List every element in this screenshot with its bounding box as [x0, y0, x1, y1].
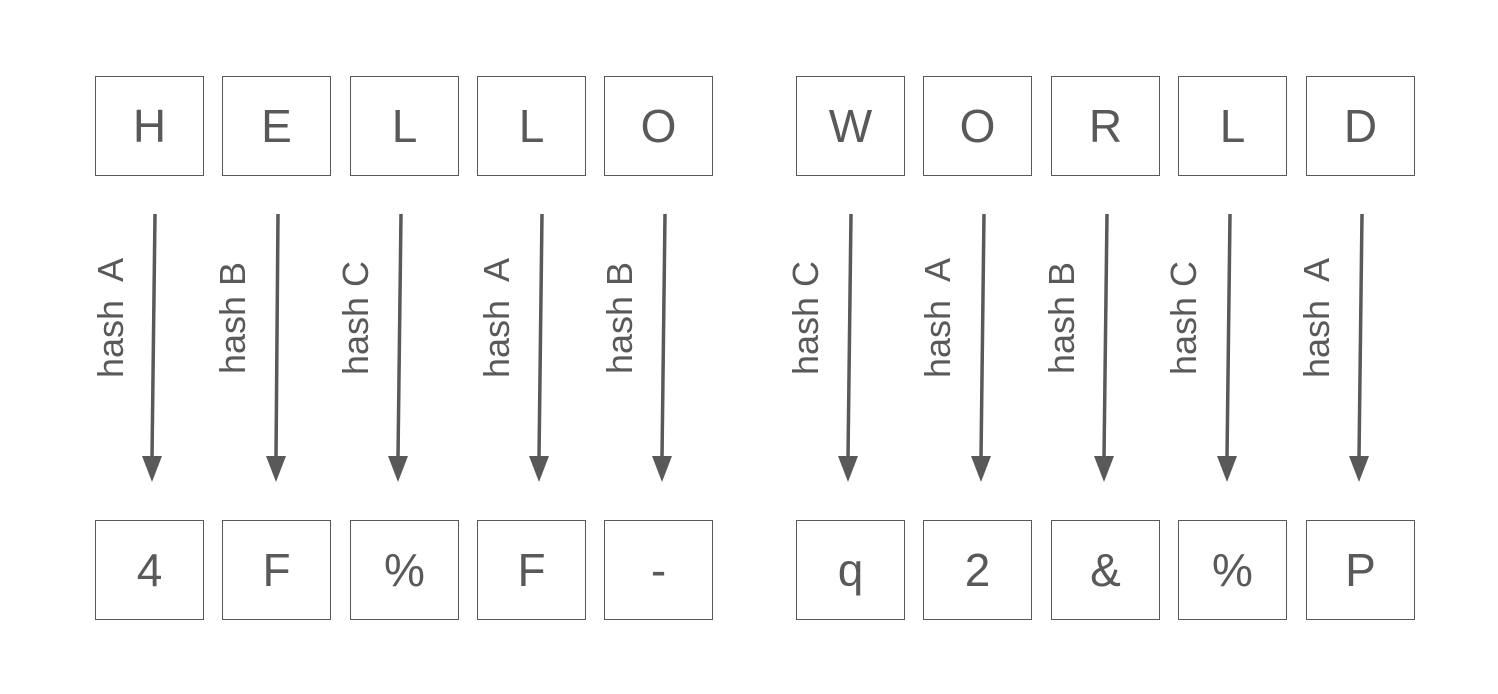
hash-arrow — [971, 213, 991, 482]
arrow-shaft — [537, 213, 544, 459]
output-char-box: 2 — [923, 520, 1032, 620]
arrow-shaft — [979, 213, 986, 459]
arrow-head — [1349, 456, 1369, 482]
hash-arrow — [529, 213, 549, 482]
input-letter-box: R — [1051, 76, 1160, 176]
hash-label-text: hash B — [599, 261, 640, 375]
hash-label-text: hash A — [917, 257, 958, 379]
hash-arrow — [1217, 213, 1237, 482]
input-letter-box: L — [350, 76, 459, 176]
output-char-box: q — [796, 520, 905, 620]
arrow-shaft — [1102, 213, 1109, 459]
input-letter-box: L — [477, 76, 586, 176]
hash-arrow — [838, 213, 858, 482]
input-letter-box: D — [1306, 76, 1415, 176]
hash-label-text: hash A — [1296, 257, 1337, 379]
hash-label-text: hash A — [90, 257, 131, 379]
output-char-box: 4 — [95, 520, 204, 620]
hash-arrow — [1094, 213, 1114, 482]
arrow-shaft — [396, 213, 403, 459]
hash-arrow — [142, 213, 162, 482]
arrow-shaft — [846, 213, 853, 459]
output-char-box: % — [350, 520, 459, 620]
hash-label-text: hash A — [476, 257, 517, 379]
arrow-head — [838, 456, 858, 482]
hash-label-text: hash B — [212, 261, 253, 375]
input-letter-box: O — [923, 76, 1032, 176]
output-char-box: P — [1306, 520, 1415, 620]
hash-label-text: hash C — [785, 260, 826, 376]
arrow-head — [266, 456, 286, 482]
arrow-head — [1094, 456, 1114, 482]
arrow-shaft — [150, 213, 157, 459]
hash-arrow — [266, 213, 286, 482]
input-letter-box: O — [604, 76, 713, 176]
output-char-box: & — [1051, 520, 1160, 620]
arrow-head — [142, 456, 162, 482]
hash-arrow — [652, 213, 672, 482]
input-letter-box: L — [1178, 76, 1287, 176]
arrow-shaft — [274, 213, 280, 459]
arrow-head — [388, 456, 408, 482]
output-char-box: - — [604, 520, 713, 620]
input-letter-box: W — [796, 76, 905, 176]
output-char-box: % — [1178, 520, 1287, 620]
hash-label-text: hash B — [1041, 261, 1082, 375]
output-char-box: F — [222, 520, 331, 620]
hash-label-text: hash C — [335, 260, 376, 376]
arrow-shaft — [1357, 213, 1364, 459]
arrow-shaft — [1225, 213, 1232, 459]
arrow-head — [1217, 456, 1237, 482]
hash-arrow — [388, 213, 408, 482]
input-letter-box: E — [222, 76, 331, 176]
arrow-head — [529, 456, 549, 482]
arrow-head — [971, 456, 991, 482]
hash-label-text: hash C — [1163, 260, 1204, 376]
arrow-shaft — [660, 213, 667, 459]
output-char-box: F — [477, 520, 586, 620]
hash-arrow — [1349, 213, 1369, 482]
arrow-head — [652, 456, 672, 482]
input-letter-box: H — [95, 76, 204, 176]
